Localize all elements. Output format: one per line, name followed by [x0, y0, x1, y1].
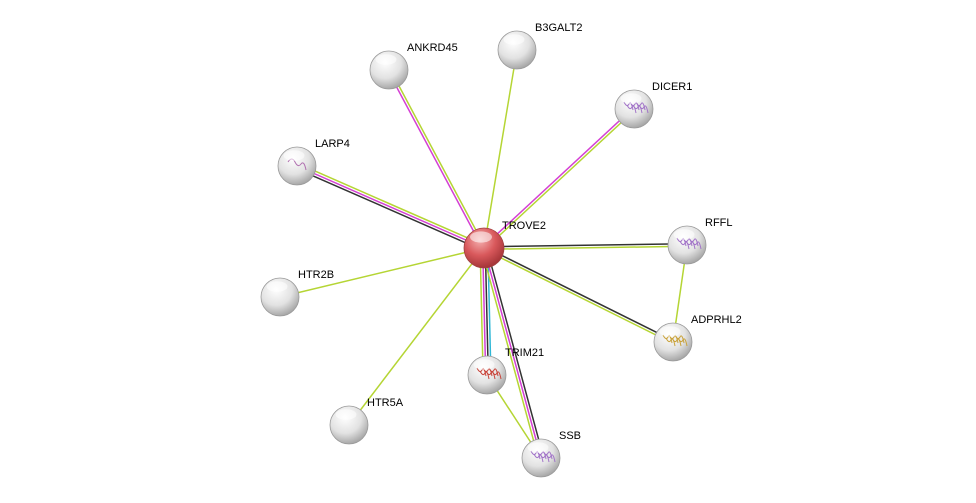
node-highlight — [527, 442, 549, 453]
edge-trove2-adprhl2[interactable] — [483, 246, 674, 344]
protein-structure-icon — [662, 334, 688, 347]
edge-line-yellowgreen — [484, 245, 688, 251]
edge-line-magenta — [482, 107, 634, 248]
node-highlight — [620, 93, 642, 104]
edge-line-yellowgreen — [480, 248, 540, 459]
edge-line-magenta — [481, 248, 487, 376]
edge-line-dark — [483, 242, 687, 248]
node-b3galt2[interactable]: B3GALT2 — [497, 22, 583, 70]
node-label: DICER1 — [652, 81, 692, 93]
node-label: RFFL — [705, 217, 733, 229]
edge-line-dark — [484, 246, 674, 342]
edge-line-magenta — [387, 70, 484, 249]
node-label: TROVE2 — [502, 220, 546, 232]
edge-trove2-dicer1[interactable] — [482, 107, 636, 250]
edge-line-magenta — [483, 247, 542, 459]
node-label: LARP4 — [315, 138, 350, 150]
node-larp4[interactable]: LARP4 — [277, 138, 350, 186]
node-label: B3GALT2 — [535, 22, 583, 34]
edge-trove2-b3galt2[interactable] — [483, 49, 518, 249]
edge-line-yellowgreen — [348, 247, 485, 426]
edge-line-yellowgreen — [483, 248, 673, 344]
node-highlight — [266, 281, 288, 292]
edge-line-yellowgreen — [479, 248, 484, 376]
node-htr2b[interactable]: HTR2B — [260, 269, 334, 317]
node-trove2[interactable]: TROVE2 — [463, 220, 546, 269]
edge-line-dark — [295, 167, 484, 252]
protein-structure-icon — [623, 101, 649, 114]
protein-structure-icon — [530, 450, 556, 463]
node-htr5a[interactable]: HTR5A — [329, 397, 404, 445]
node-adprhl2[interactable]: ADPRHL2 — [653, 314, 742, 362]
edge-line-dark — [485, 247, 545, 458]
edge-line-yellowgreen — [279, 247, 485, 298]
edge-line-yellowgreen — [483, 49, 518, 249]
node-ssb[interactable]: SSB — [521, 430, 581, 478]
edge-trove2-trim21[interactable] — [479, 247, 492, 376]
edge-line-yellowgreen — [484, 109, 636, 250]
node-highlight — [335, 409, 357, 420]
node-highlight — [473, 359, 495, 370]
node-label: ANKRD45 — [407, 42, 458, 54]
edge-line-yellowgreen — [297, 162, 486, 247]
node-label: ADPRHL2 — [691, 314, 742, 326]
node-ankrd45[interactable]: ANKRD45 — [369, 42, 458, 90]
edge-trove2-rffl[interactable] — [483, 242, 688, 251]
node-label: SSB — [559, 430, 581, 442]
node-label: HTR5A — [367, 397, 404, 409]
protein-structure-icon — [476, 367, 502, 380]
node-label: HTR2B — [298, 269, 334, 281]
edge-trove2-ankrd45[interactable] — [387, 69, 486, 249]
edge-trove2-ssb[interactable] — [480, 247, 545, 459]
node-highlight — [470, 231, 492, 243]
node-highlight — [659, 326, 681, 337]
node-label: TRIM21 — [505, 347, 544, 359]
node-highlight — [673, 229, 695, 240]
node-highlight — [283, 150, 305, 161]
protein-structure-icon — [676, 237, 702, 250]
edge-trove2-larp4[interactable] — [295, 162, 486, 252]
edge-line-cyan — [487, 247, 492, 375]
edge-trove2-htr5a[interactable] — [348, 247, 485, 426]
edge-line-yellowgreen — [389, 69, 486, 248]
edge-line-dark — [484, 247, 490, 375]
edge-trove2-htr2b[interactable] — [279, 247, 485, 298]
node-highlight — [503, 34, 525, 45]
node-trim21[interactable]: TRIM21 — [467, 347, 544, 395]
node-dicer1[interactable]: DICER1 — [614, 81, 692, 129]
edge-line-magenta — [296, 165, 485, 249]
node-rffl[interactable]: RFFL — [667, 217, 733, 265]
node-highlight — [375, 54, 397, 65]
